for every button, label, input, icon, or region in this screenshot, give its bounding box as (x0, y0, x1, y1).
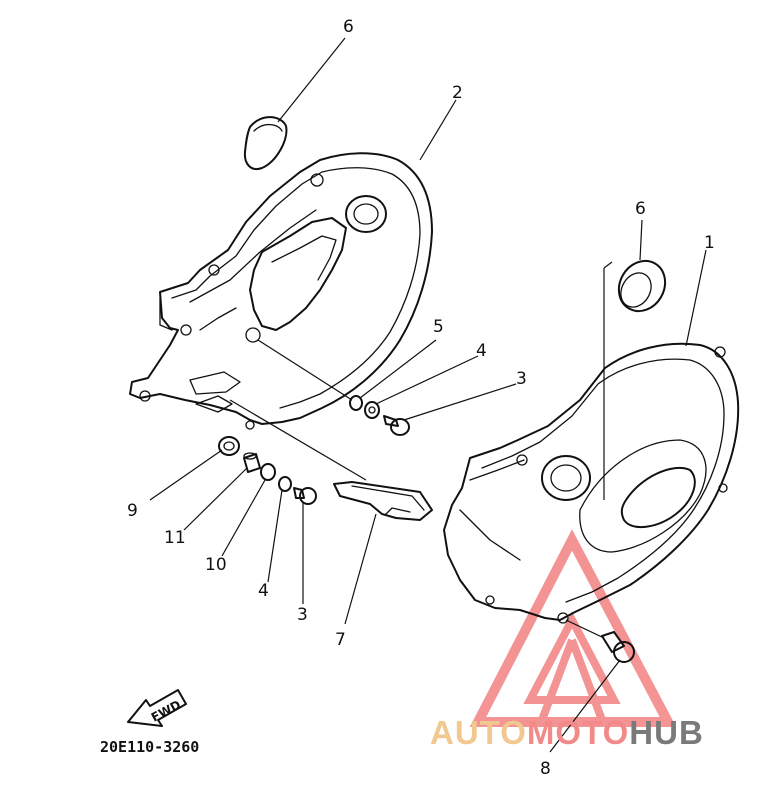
watermark-hub: HUB (629, 714, 704, 751)
callout-7: 7 (335, 630, 346, 650)
watermark-text: AUTOMOTOHUB (430, 714, 704, 751)
callout-4-upper: 4 (476, 341, 487, 361)
watermark-auto: AUTO (430, 714, 527, 751)
callout-3-upper: 3 (516, 369, 527, 389)
oil-seal-top (243, 116, 288, 170)
lock-washer-4a (364, 401, 380, 419)
callout-11: 11 (164, 528, 186, 548)
crankcase-cover-inner (129, 152, 433, 430)
part-code: 20E110-3260 (100, 738, 199, 756)
watermark-logo-icon (469, 529, 677, 727)
bolt-3a (383, 415, 410, 436)
callout-2: 2 (452, 83, 463, 103)
crankcase-cover-outer (443, 342, 740, 624)
callout-9: 9 (127, 501, 138, 521)
fwd-label: FWD (149, 698, 183, 725)
washer-5 (349, 395, 363, 411)
callout-1: 1 (704, 233, 715, 253)
callout-10: 10 (205, 555, 227, 575)
grommet-9 (218, 436, 240, 456)
bolt-3b (293, 487, 317, 505)
callout-4-lower: 4 (258, 581, 269, 601)
watermark-moto: MOTO (527, 714, 629, 751)
lock-washer-4b (278, 476, 292, 492)
guide-plate-7 (333, 481, 433, 521)
collar-11 (243, 452, 261, 473)
callout-6-right: 6 (635, 199, 646, 219)
oil-seal-right (617, 259, 667, 313)
callout-5: 5 (433, 317, 444, 337)
plug-bolt-8 (601, 631, 635, 663)
callout-6-top: 6 (343, 17, 354, 37)
callout-8: 8 (540, 759, 551, 779)
callout-3-lower: 3 (297, 605, 308, 625)
washer-10 (260, 463, 276, 481)
forward-arrow-icon: FWD (127, 689, 187, 727)
